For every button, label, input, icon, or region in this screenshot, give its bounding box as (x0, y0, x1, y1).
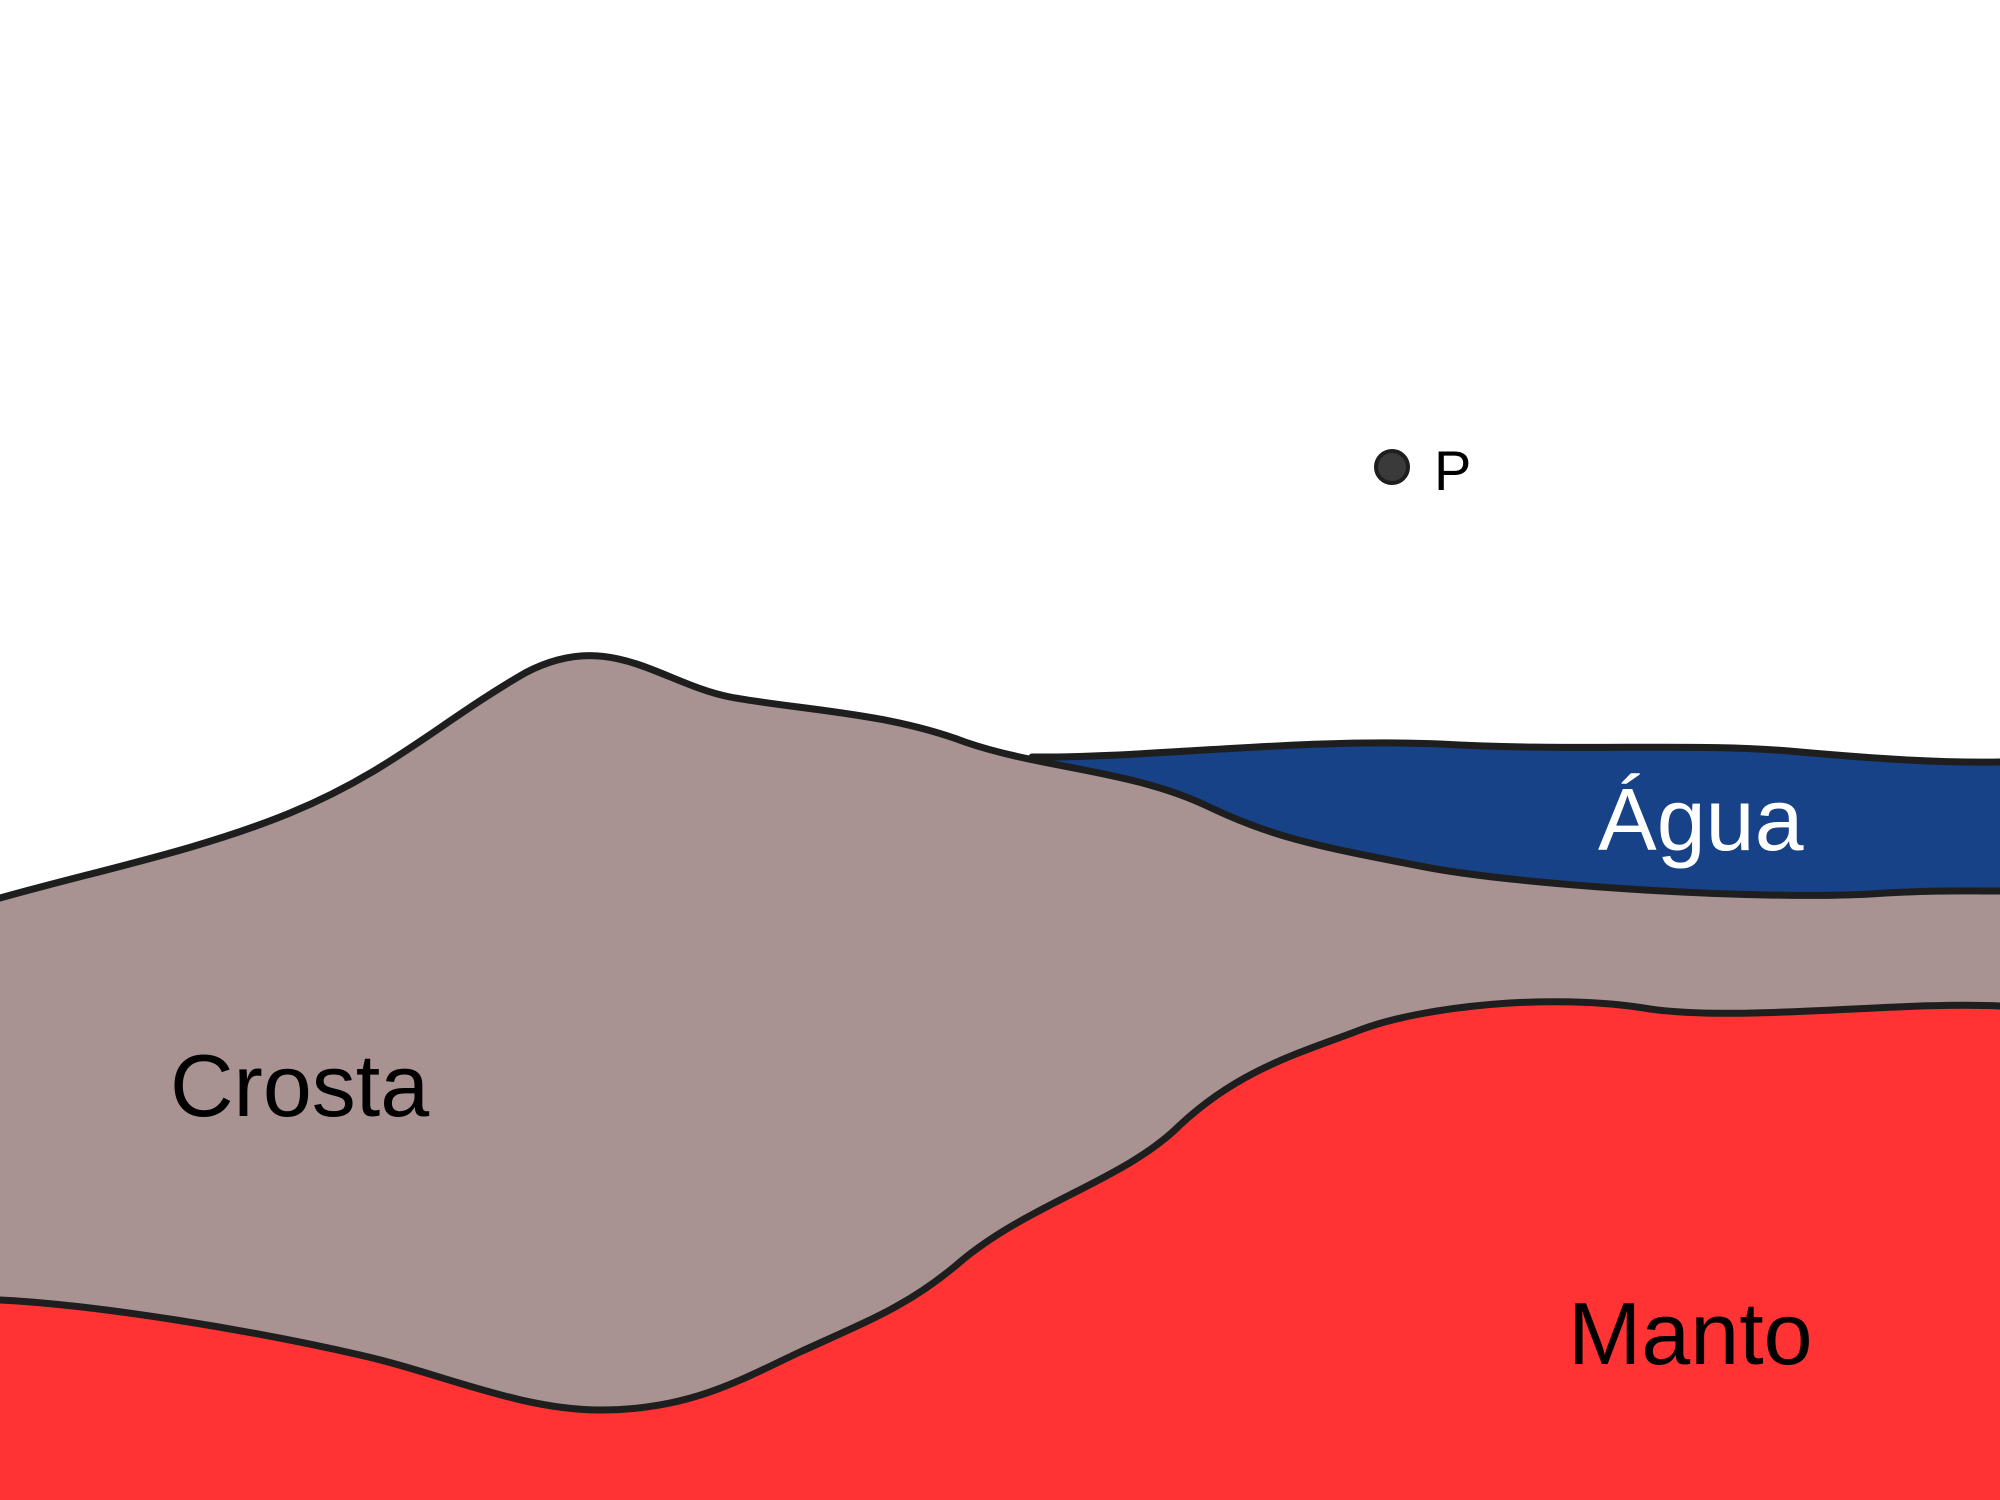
mantle-layer (0, 1001, 2000, 1500)
crust-surface-line (0, 652, 2000, 902)
mantle-label: Manto (1568, 1284, 1813, 1383)
crust-label: Crosta (170, 1036, 429, 1135)
crust-mantle-boundary-line (0, 998, 2000, 1414)
water-layer (1032, 742, 2000, 896)
water-surface-line (1028, 739, 2000, 766)
water-label: Água (1598, 770, 1804, 869)
point-p-label: P (1434, 439, 1471, 502)
point-p-marker (1374, 449, 1410, 485)
